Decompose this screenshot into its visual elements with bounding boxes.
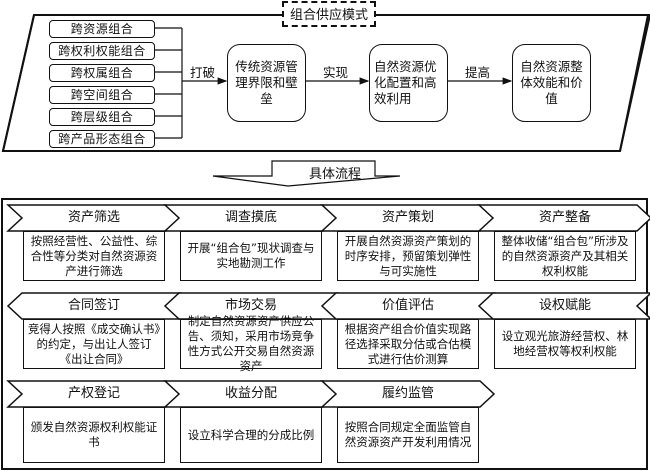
step-description: 根据资产组合价值实现路径选择采取分估或合估模式进行估价测算 <box>337 319 479 369</box>
step-title: 收益分配 <box>224 386 277 401</box>
step-description: 按照经营性、公益性、综合性等分类对自然资源资产进行筛选 <box>23 231 165 281</box>
step-description: 按照合同规定全面监管自然资源资产开发利用情况 <box>337 407 479 463</box>
edge-label-achieve: 实现 <box>323 65 349 80</box>
flow-box-overall-efficiency: 自然资源整体效能和价值 <box>512 44 591 122</box>
step-title: 价值评估 <box>381 298 434 313</box>
edge-label-break: 打破 <box>190 65 216 80</box>
step-description-text: 根据资产组合价值实现路径选择采取分估或合估模式进行估价测算 <box>344 321 472 366</box>
step-description-text: 开展自然资源资产策划的时序安排，预留策划弹性与可实施性 <box>344 233 472 278</box>
step-title: 设权赋能 <box>538 298 591 313</box>
combination-type-item: 跨权利权能组合 <box>49 42 155 60</box>
step-title: 资产策划 <box>381 210 434 225</box>
step-description-text: 按照经营性、公益性、综合性等分类对自然资源资产进行筛选 <box>30 233 158 278</box>
step-title: 调查摸底 <box>224 210 277 225</box>
step-description-text: 颁发自然资源权利权能证书 <box>30 420 158 449</box>
step-title: 资产整备 <box>538 210 591 225</box>
step-description: 开展自然资源资产策划的时序安排，预留策划弹性与可实施性 <box>337 231 479 281</box>
flow-box-text: 自然资源优化配置和高效利用 <box>374 59 437 106</box>
step-title: 资产筛选 <box>67 210 120 225</box>
step-title: 履约监管 <box>381 386 434 401</box>
step-description: 设立观光旅游经营权、林地经营权等权利权能 <box>494 319 636 369</box>
flow-box-break-barriers: 传统资源管理界限和壁垒 <box>227 44 306 122</box>
step-description: 竞得人按照《成交确认书》的约定，与出让人签订《出让合同》 <box>23 319 165 369</box>
step-description-text: 开展“组合包”现状调查与实地勘测工作 <box>187 241 315 270</box>
combination-type-item: 跨资源组合 <box>49 20 155 38</box>
step-description: 设立科学合理的分成比例 <box>180 407 322 463</box>
step-chevrons <box>6 204 650 408</box>
step-title: 产权登记 <box>67 386 120 401</box>
step-chevron <box>477 204 650 232</box>
combination-type-item: 跨权属组合 <box>49 64 155 82</box>
process-frame <box>1 198 648 470</box>
combination-type-item: 跨层级组合 <box>49 108 155 126</box>
edge-label-improve: 提高 <box>465 65 491 80</box>
step-description: 制定自然资源资产供应公告、须知，采用市场竞争性方式公开交易自然资源资产 <box>180 314 322 373</box>
combination-type-item: 跨空间组合 <box>49 86 155 104</box>
flow-box-text: 自然资源整体效能和价值 <box>520 59 583 106</box>
process-callout-arrow <box>212 160 401 187</box>
step-description-text: 整体收储“组合包”所涉及的自然资源资产及其相关权利权能 <box>501 233 629 278</box>
step-description: 整体收储“组合包”所涉及的自然资源资产及其相关权利权能 <box>494 231 636 281</box>
step-chevron <box>320 380 496 408</box>
step-description-text: 设立观光旅游经营权、林地经营权等权利权能 <box>501 329 629 358</box>
combination-bracket <box>155 27 183 139</box>
combination-mode-title: 组合供应模式 <box>282 1 376 27</box>
flow-box-text: 传统资源管理界限和壁垒 <box>235 59 298 106</box>
step-description: 开展“组合包”现状调查与实地勘测工作 <box>180 231 322 281</box>
step-chevron <box>477 292 650 320</box>
step-description-text: 设立科学合理的分成比例 <box>187 427 315 442</box>
step-description-text: 按照合同规定全面监管自然资源资产开发利用情况 <box>344 420 472 449</box>
step-title: 市场交易 <box>224 298 277 313</box>
step-description-text: 制定自然资源资产供应公告、须知，采用市场竞争性方式公开交易自然资源资产 <box>187 314 315 373</box>
step-description-text: 竞得人按照《成交确认书》的约定，与出让人签订《出让合同》 <box>27 321 161 366</box>
flow-box-optimize-allocation: 自然资源优化配置和高效利用 <box>369 44 448 122</box>
step-description: 颁发自然资源权利权能证书 <box>23 407 165 463</box>
combination-type-item: 跨产品形态组合 <box>49 130 155 148</box>
step-title: 合同签订 <box>67 298 120 313</box>
process-title: 具体流程 <box>308 167 361 182</box>
